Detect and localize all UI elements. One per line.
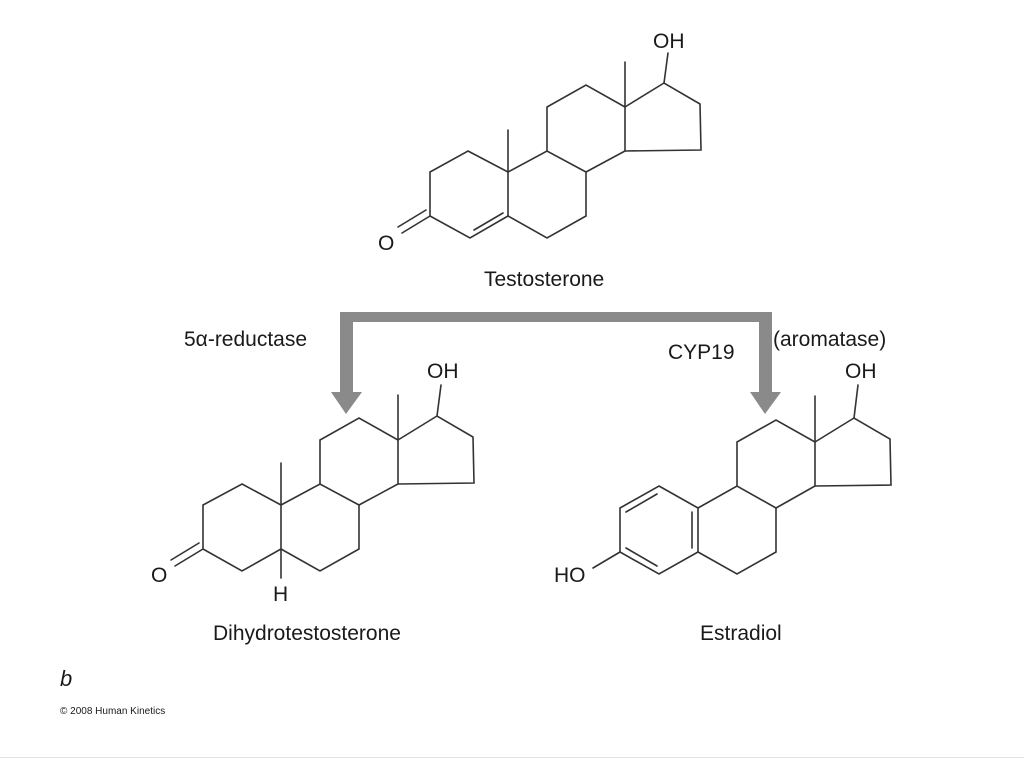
dht-h-label: H [273, 583, 288, 606]
enzyme-aromatase: (aromatase) [773, 328, 887, 351]
dht-oh-label: OH [427, 360, 459, 383]
panel-letter: b [60, 666, 73, 691]
estradiol-structure: OH HO [554, 360, 892, 587]
testosterone-name: Testosterone [484, 268, 605, 291]
dihydrotestosterone-structure: OH O H [151, 360, 475, 606]
dht-o-label: O [151, 564, 167, 587]
enzyme-5a-reductase: 5α-reductase [184, 328, 308, 351]
dihydrotestosterone-name: Dihydrotestosterone [213, 622, 401, 645]
copyright-notice: © 2008 Human Kinetics [60, 706, 166, 717]
testosterone-structure: OH O [378, 30, 702, 255]
testosterone-o-label: O [378, 232, 394, 255]
estradiol-oh-label: OH [845, 360, 877, 383]
enzyme-cyp19: CYP19 [668, 341, 735, 364]
conversion-arrow [331, 312, 781, 414]
estradiol-name: Estradiol [700, 622, 782, 645]
estradiol-ho-label: HO [554, 564, 586, 587]
testosterone-oh-label: OH [653, 30, 685, 53]
bottom-divider [0, 757, 1024, 758]
